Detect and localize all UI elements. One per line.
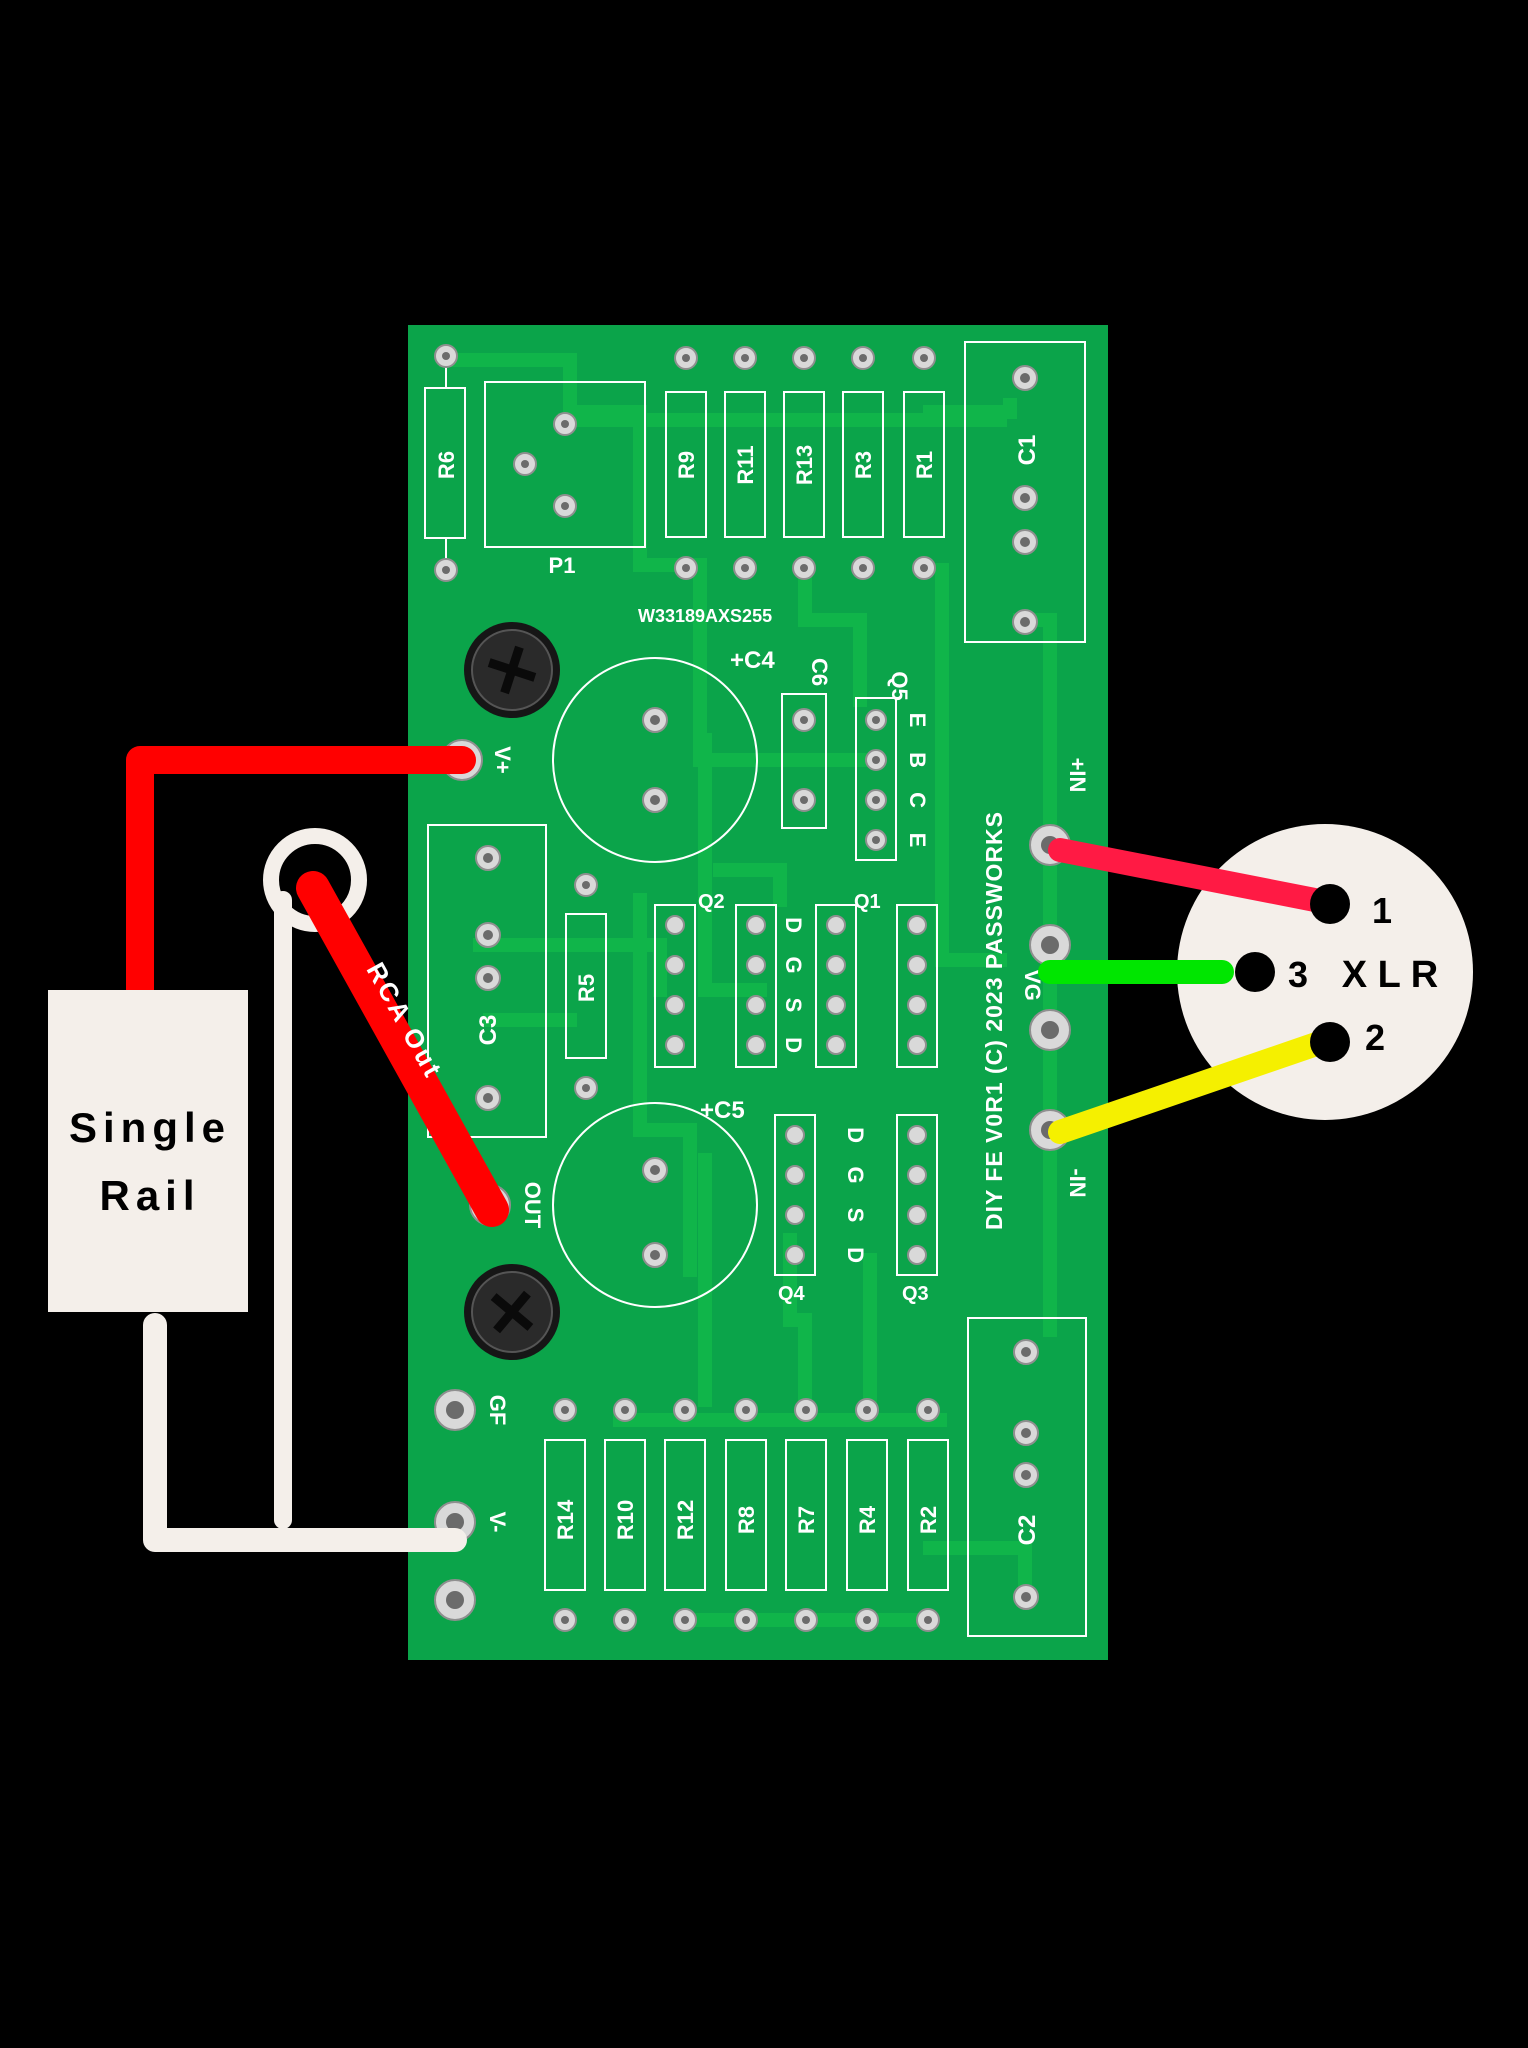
q3-label: Q3: [902, 1283, 929, 1305]
transistor-q1: Q1: [815, 891, 938, 1068]
in-plus-label: +IN: [1065, 758, 1090, 793]
wire-xlr-pin1-pink: [1048, 838, 1337, 914]
lower-pin-d1: D: [843, 1127, 868, 1143]
screw-top: [464, 622, 560, 718]
lower-pin-s: S: [843, 1208, 868, 1223]
jfet-pin-labels-upper: D G S D: [781, 917, 806, 1053]
r9-label: R9: [674, 451, 699, 479]
resistor-r8: R8: [725, 1398, 767, 1632]
q1-label: Q1: [854, 891, 881, 913]
r3-label: R3: [851, 451, 876, 479]
resistor-r5: R5: [565, 873, 607, 1100]
capacitor-c1: C1: [964, 341, 1086, 643]
wire-rca-out-red: [296, 871, 509, 1227]
xlr-pin-3: [1235, 952, 1275, 992]
gf-label: GF: [485, 1395, 510, 1426]
xlr-pin-1: [1310, 884, 1350, 924]
resistor-r2: R2: [907, 1398, 949, 1632]
r7-label: R7: [794, 1506, 819, 1534]
upper-pin-d1: D: [781, 917, 806, 933]
capacitor-c2: C2: [967, 1317, 1087, 1637]
out-label: OUT: [520, 1182, 545, 1229]
terminal-gf: GF: [434, 1389, 510, 1431]
transistor-q3: Q3: [896, 1114, 938, 1305]
c2-label: C2: [1014, 1515, 1041, 1546]
resistor-r7: R7: [785, 1398, 827, 1632]
r12-label: R12: [673, 1500, 698, 1540]
r6-label: R6: [434, 451, 459, 479]
xlr-pin-1-label: 1: [1372, 890, 1392, 931]
r14-label: R14: [553, 1499, 578, 1540]
c1-label: C1: [1014, 435, 1041, 466]
power-label-line2: Rail: [99, 1172, 200, 1219]
r1-label: R1: [912, 451, 937, 479]
vplus-label: V+: [490, 746, 515, 774]
resistor-r3: R3: [842, 346, 884, 580]
terminal-vg: VG: [1020, 924, 1071, 1051]
capacitor-c6: C6: [781, 658, 832, 829]
xlr-connector: 1 3 2 X L R: [1038, 824, 1473, 1144]
wire-vplus-red: [126, 746, 476, 1009]
r2-label: R2: [916, 1506, 941, 1534]
resistor-r10: R10: [604, 1398, 646, 1632]
bottom-resistor-row: R14 R10 R12 R8 R7: [544, 1398, 949, 1632]
resistor-r1: R1: [903, 346, 945, 580]
resistor-r11: R11: [724, 346, 766, 580]
lower-pin-g: G: [843, 1166, 868, 1183]
resistor-r6: R6: [424, 344, 466, 582]
resistor-r9: R9: [665, 346, 707, 580]
top-resistor-row: R6 R9 R11 R13 R3: [424, 344, 945, 582]
c6-label: C6: [807, 658, 832, 686]
vminus-label: V-: [485, 1512, 510, 1533]
q5-pin-4: E: [905, 833, 930, 848]
capacitor-c5: +C5: [552, 1097, 758, 1308]
xlr-pin-2-label: 2: [1365, 1017, 1385, 1058]
resistor-r14: R14: [544, 1398, 586, 1632]
q4-label: Q4: [778, 1283, 806, 1305]
jfet-pin-labels-lower: D G S D: [843, 1127, 868, 1263]
c5-label: +C5: [700, 1097, 745, 1124]
q2-label: Q2: [698, 891, 725, 913]
xlr-pin-2: [1310, 1022, 1350, 1062]
p1-label: P1: [549, 553, 576, 578]
transistor-q4: Q4: [774, 1114, 816, 1305]
r4-label: R4: [855, 1505, 880, 1534]
q5-pin-2: B: [905, 752, 930, 768]
in-minus-label: -IN: [1065, 1168, 1090, 1197]
upper-pin-d2: D: [781, 1037, 806, 1053]
xlr-pin-3-label: 3: [1288, 954, 1308, 995]
c3-label: C3: [475, 1015, 502, 1046]
r11-label: R11: [733, 445, 758, 484]
r10-label: R10: [613, 1500, 638, 1540]
upper-pin-g: G: [781, 956, 806, 973]
q5-pin-1: E: [905, 713, 930, 728]
potentiometer-p1: P1: [484, 381, 646, 578]
lower-pin-d2: D: [843, 1247, 868, 1263]
q5-label: Q5: [887, 671, 912, 700]
wire-xlr-pin2-yellow: [1048, 1028, 1340, 1144]
transistor-q5: Q5 E B C E: [855, 671, 930, 861]
r5-label: R5: [574, 974, 599, 1002]
capacitor-c3: C3: [427, 824, 547, 1138]
upper-pin-s: S: [781, 998, 806, 1013]
power-label-box: [48, 990, 248, 1312]
resistor-r12: R12: [664, 1398, 706, 1632]
r13-label: R13: [792, 445, 817, 485]
r8-label: R8: [734, 1506, 759, 1534]
resistor-r13: R13: [783, 346, 825, 580]
screw-bottom: [464, 1264, 560, 1360]
c4-label: +C4: [730, 647, 775, 674]
transistor-q2: Q2: [654, 891, 777, 1068]
resistor-r4: R4: [846, 1398, 888, 1632]
board-brand: DIY FE V0R1 (C) 2023 PASSWORKS: [981, 811, 1007, 1230]
power-label-line1: Single: [69, 1104, 231, 1151]
q5-pin-3: C: [905, 792, 930, 808]
capacitor-c4: +C4: [552, 647, 775, 863]
wire-vminus-white: [143, 1313, 467, 1552]
board-serial: W33189AXS255: [638, 606, 772, 626]
xlr-label: X L R: [1342, 954, 1438, 996]
